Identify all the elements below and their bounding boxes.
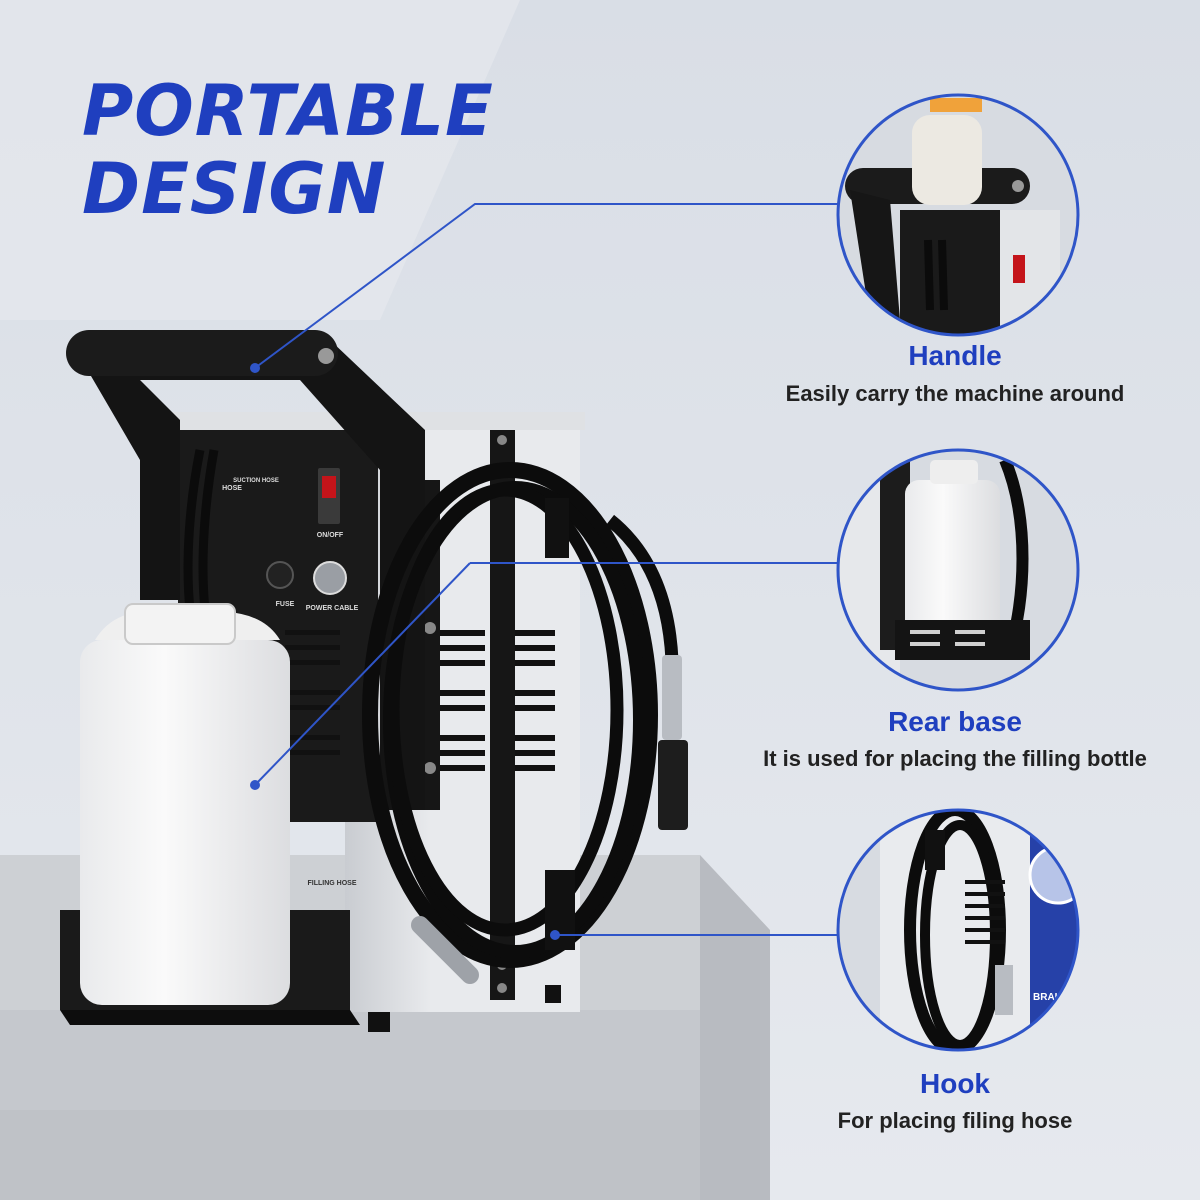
rear-base-callout-dot: [250, 780, 260, 790]
feature-desc-rear-base: It is used for placing the filling bottl…: [763, 746, 1147, 771]
feature-desc-hook: For placing filing hose: [837, 1108, 1073, 1133]
handle-inset: [836, 93, 1080, 337]
suction-hose-label: SUCTION HOSE: [233, 478, 279, 484]
feature-title-rear-base: Rear base: [888, 706, 1022, 737]
hook-callout-dot: [550, 930, 560, 940]
headline-line-2: DESIGN: [82, 148, 387, 230]
power-cable-label: POWER CABLE: [306, 605, 359, 612]
rear-base-inset: [836, 448, 1080, 692]
callout-lines: [254, 203, 838, 936]
handle-callout-dot: [250, 363, 260, 373]
machine: HOSE SUCTION HOSE ON/OFF FUSE POWER CABL…: [60, 330, 688, 1032]
hook-inset: BRAKE FL: [836, 808, 1080, 1052]
feature-title-handle: Handle: [908, 340, 1002, 371]
hose-label: HOSE: [222, 485, 242, 492]
feature-title-hook: Hook: [920, 1068, 990, 1099]
fuse-label: FUSE: [276, 601, 295, 608]
feature-desc-handle: Easily carry the machine around: [785, 381, 1125, 406]
hose-coil: [362, 462, 679, 968]
filling-hose-label: FILLING HOSE: [308, 880, 357, 887]
on-off-label: ON/OFF: [317, 532, 344, 539]
filling-bottle: [80, 603, 290, 1005]
headline: PORTABLE DESIGN: [82, 72, 494, 228]
headline-line-1: PORTABLE: [82, 70, 494, 152]
